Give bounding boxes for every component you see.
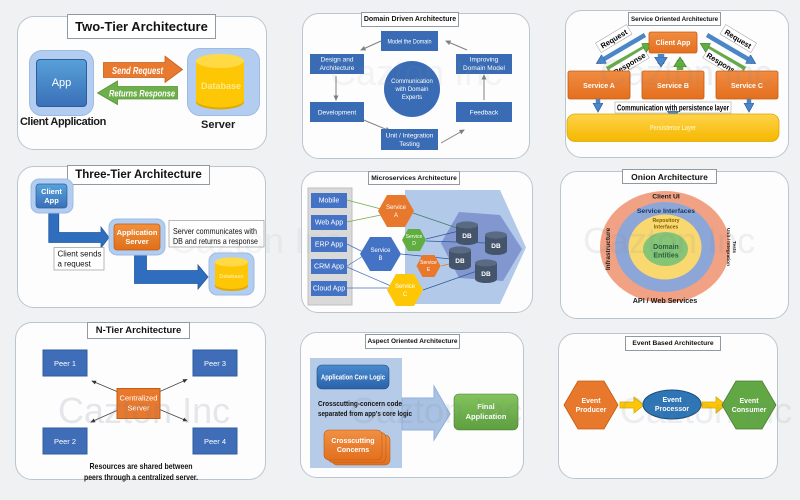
svg-text:Service: Service [420, 260, 437, 266]
svg-text:Event: Event [739, 398, 759, 405]
svg-text:Returns Response: Returns Response [109, 89, 176, 100]
svg-text:C: C [403, 292, 408, 298]
svg-text:separated from app's core logi: separated from app's core logic [318, 409, 412, 418]
svg-text:peers through a centralized se: peers through a centralized server. [84, 472, 198, 482]
svg-text:Feedback: Feedback [470, 110, 499, 117]
svg-text:Final: Final [477, 402, 495, 411]
svg-text:Design and: Design and [321, 57, 354, 64]
svg-text:Service: Service [370, 248, 391, 254]
svg-text:Client: Client [41, 187, 62, 196]
svg-text:App: App [44, 196, 59, 205]
svg-text:Service: Service [395, 284, 416, 290]
svg-text:Unit / Integration: Unit / Integration [386, 133, 434, 140]
svg-text:Centralized: Centralized [120, 394, 158, 403]
svg-text:Event: Event [662, 397, 682, 404]
svg-text:Server: Server [127, 404, 150, 413]
svg-text:Processor: Processor [655, 406, 690, 413]
svg-text:B: B [378, 256, 382, 262]
svg-text:Tests: Tests [731, 241, 737, 254]
svg-text:Domain Model: Domain Model [463, 65, 505, 72]
svg-text:Communication: Communication [391, 79, 433, 85]
svg-text:Mobile: Mobile [319, 198, 340, 205]
svg-text:Architecture: Architecture [320, 65, 355, 72]
svg-text:Crosscutting: Crosscutting [331, 438, 374, 445]
svg-text:Consumer: Consumer [732, 407, 767, 414]
svg-text:Domain: Domain [653, 244, 679, 251]
svg-text:Client UI: Client UI [652, 194, 680, 201]
svg-text:Service Interfaces: Service Interfaces [637, 208, 695, 215]
svg-text:Concerns: Concerns [337, 447, 369, 454]
svg-text:ERP App: ERP App [315, 242, 343, 249]
svg-text:Event: Event [581, 398, 601, 405]
svg-text:Service A: Service A [583, 83, 615, 90]
svg-text:Client sends: Client sends [58, 250, 102, 259]
svg-text:with Domain: with Domain [394, 87, 428, 93]
svg-text:DB and returns a response: DB and returns a response [173, 236, 258, 246]
svg-text:Send Request: Send Request [112, 66, 164, 77]
svg-text:Persistence Layer: Persistence Layer [650, 125, 696, 132]
svg-text:Client App: Client App [656, 40, 691, 47]
svg-text:Service B: Service B [657, 83, 689, 90]
svg-text:Server communicates with: Server communicates with [173, 226, 257, 236]
svg-text:Producer: Producer [576, 407, 607, 414]
svg-text:Unit / Integration: Unit / Integration [725, 228, 731, 266]
svg-text:Cloud App: Cloud App [313, 286, 345, 293]
svg-text:Database: Database [219, 274, 243, 280]
svg-text:Communication with persistence: Communication with persistence layer [617, 104, 729, 113]
svg-text:DB: DB [462, 233, 472, 240]
svg-text:E: E [427, 267, 431, 273]
svg-text:Interfaces: Interfaces [654, 225, 679, 231]
svg-text:Application: Application [117, 228, 158, 237]
svg-text:Web App: Web App [315, 220, 343, 227]
svg-text:Improving: Improving [470, 57, 499, 64]
svg-text:A: A [394, 213, 398, 219]
svg-text:Experts: Experts [402, 95, 422, 101]
svg-text:Development: Development [318, 110, 356, 117]
svg-text:Service: Service [406, 234, 423, 240]
svg-text:Database: Database [201, 81, 241, 92]
svg-text:Crosscutting-concern code: Crosscutting-concern code [318, 399, 402, 408]
svg-text:D: D [412, 241, 416, 247]
svg-text:Resources are shared between: Resources are shared between [90, 461, 193, 471]
svg-text:Server: Server [125, 237, 148, 246]
svg-text:Peer 2: Peer 2 [54, 437, 76, 446]
svg-text:a request: a request [58, 260, 92, 269]
svg-text:Service C: Service C [731, 83, 763, 90]
svg-text:Repository: Repository [652, 218, 679, 224]
svg-text:Infrastructure: Infrastructure [605, 227, 612, 270]
svg-text:Entities: Entities [653, 253, 678, 260]
svg-text:Service: Service [386, 205, 407, 211]
svg-text:CRM App: CRM App [314, 264, 344, 271]
svg-text:Peer 1: Peer 1 [54, 359, 76, 368]
svg-text:DB: DB [481, 271, 491, 278]
svg-text:DB: DB [455, 258, 465, 265]
svg-text:Application: Application [466, 412, 507, 421]
svg-text:Peer 3: Peer 3 [204, 359, 226, 368]
svg-text:API / Web Services: API / Web Services [633, 296, 698, 305]
svg-text:Testing: Testing [399, 141, 420, 148]
svg-text:DB: DB [491, 243, 501, 250]
svg-text:Model the Domain: Model the Domain [388, 39, 432, 46]
svg-text:Peer 4: Peer 4 [204, 437, 226, 446]
svg-text:Application Core Logic: Application Core Logic [321, 375, 385, 382]
